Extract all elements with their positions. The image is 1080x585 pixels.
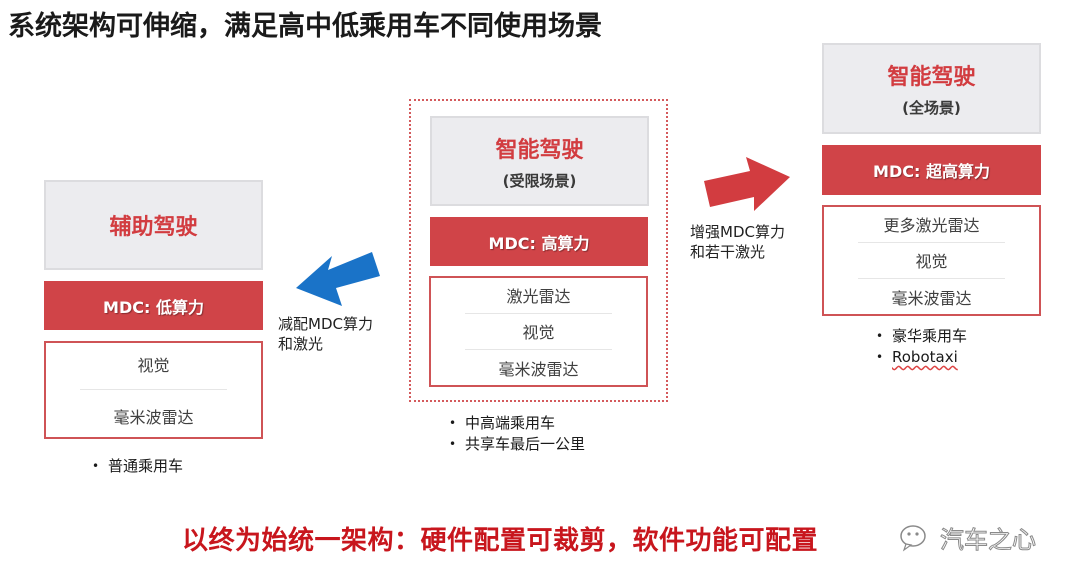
assisted-sensor-box: 视觉 毫米波雷达 <box>44 341 263 439</box>
watermark: 汽车之心 <box>898 520 1037 555</box>
limited-scenario-subtitle: (受限场景) <box>502 171 577 190</box>
sensor-item: 更多激光雷达 <box>883 215 980 235</box>
sensor-item: 毫米波雷达 <box>113 408 194 428</box>
wechat-icon <box>900 524 926 552</box>
limited-scenario-title: 智能驾驶 <box>495 137 584 163</box>
full-use-cases: 豪华乘用车 Robotaxi <box>876 326 967 368</box>
full-scenario-header: 智能驾驶 (全场景) <box>822 43 1041 134</box>
assisted-driving-header: 辅助驾驶 <box>44 180 263 270</box>
arrow-down-left-icon <box>296 252 380 306</box>
downgrade-label: 减配MDC算力 和激光 <box>278 314 373 354</box>
arrow-up-right-icon <box>704 157 790 211</box>
divider <box>80 389 227 391</box>
upgrade-label-line2: 和若干激光 <box>690 243 766 261</box>
robotaxi-text: Robotaxi <box>892 348 958 366</box>
divider <box>858 241 1005 243</box>
assisted-use-cases: 普通乘用车 <box>92 456 183 477</box>
divider <box>465 312 612 314</box>
downgrade-label-line1: 减配MDC算力 <box>278 315 373 333</box>
limited-use-cases: 中高端乘用车 共享车最后一公里 <box>449 413 585 455</box>
divider <box>465 349 612 351</box>
page-title: 系统架构可伸缩，满足高中低乘用车不同使用场景 <box>8 11 602 42</box>
sensor-item: 毫米波雷达 <box>891 289 972 309</box>
upgrade-label-line1: 增强MDC算力 <box>690 223 785 241</box>
upgrade-label: 增强MDC算力 和若干激光 <box>690 222 785 262</box>
divider <box>858 278 1005 280</box>
sensor-item: 视觉 <box>522 323 555 343</box>
use-case-item: 普通乘用车 <box>92 456 183 477</box>
full-scenario-subtitle: (全场景) <box>902 99 961 117</box>
full-sensor-box: 更多激光雷达 视觉 毫米波雷达 <box>822 205 1041 316</box>
assisted-driving-title: 辅助驾驶 <box>109 215 198 240</box>
mdc-ultra-compute-bar: MDC: 超高算力 <box>822 145 1041 195</box>
footer-slogan: 以终为始统一架构：硬件配置可裁剪，软件功能可配置 <box>182 526 819 556</box>
full-scenario-title: 智能驾驶 <box>887 65 976 90</box>
use-case-item: 中高端乘用车 <box>449 413 585 434</box>
use-case-item: Robotaxi <box>876 347 967 368</box>
sensor-item: 激光雷达 <box>506 286 571 306</box>
use-case-item: 豪华乘用车 <box>876 326 967 347</box>
limited-scenario-header: 智能驾驶 (受限场景) <box>430 116 649 206</box>
current-config-frame <box>409 99 668 402</box>
mdc-low-compute-bar: MDC: 低算力 <box>44 281 263 330</box>
use-case-item: 共享车最后一公里 <box>449 434 585 455</box>
limited-sensor-box: 激光雷达 视觉 毫米波雷达 <box>429 276 648 387</box>
mdc-high-compute-bar: MDC: 高算力 <box>430 217 648 266</box>
sensor-item: 视觉 <box>915 252 948 272</box>
watermark-text: 汽车之心 <box>940 526 1037 555</box>
downgrade-label-line2: 和激光 <box>278 335 324 353</box>
sensor-item: 毫米波雷达 <box>498 360 579 380</box>
sensor-item: 视觉 <box>137 355 170 375</box>
